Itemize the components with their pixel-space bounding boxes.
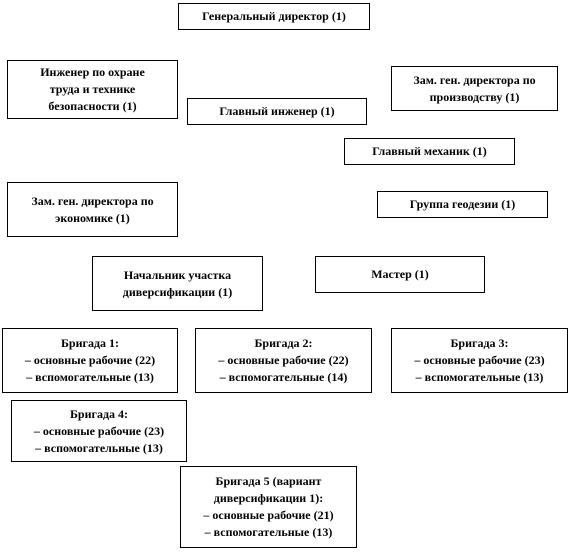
box-chief-mechanic: Главный механик (1) — [344, 138, 515, 165]
box-line: Зам. ген. директора по — [31, 193, 154, 208]
box-line: Начальник участка — [123, 267, 232, 282]
box-deputy-production: Зам. ген. директора по производству (1) — [391, 66, 558, 111]
box-line: Инженер по охране — [40, 65, 145, 79]
box-line: – основные рабочие (23) — [414, 353, 545, 367]
box-line: Генеральный директор (1) — [202, 9, 346, 23]
box-line: Бригада 1: — [60, 336, 120, 350]
box-deputy-economics: Зам. ген. директора по экономике (1) — [7, 182, 178, 237]
box-brigade-2: Бригада 2: – основные рабочие (22) – всп… — [195, 328, 372, 393]
box-brigade-5: Бригада 5 (вариант диверсификации 1): – … — [180, 466, 357, 548]
box-brigade-1: Бригада 1: – основные рабочие (22) – всп… — [2, 328, 178, 393]
box-line: Бригада 2: — [254, 336, 313, 350]
box-geodesy-group: Группа геодезии (1) — [377, 191, 548, 218]
box-brigade-4: Бригада 4: – основные рабочие (23) – всп… — [11, 400, 187, 462]
box-line: Главный инженер (1) — [219, 104, 335, 118]
box-line: экономике (1) — [55, 210, 130, 225]
box-line: – основные рабочие (23) — [33, 423, 165, 438]
box-brigade-3: Бригада 3: – основные рабочие (23) – всп… — [391, 328, 568, 393]
box-general-director: Генеральный директор (1) — [178, 3, 370, 30]
box-line: – вспомогательные (13) — [26, 370, 154, 384]
box-line: – вспомогательные (13) — [415, 370, 544, 384]
box-line: – основные рабочие (22) — [218, 353, 349, 367]
box-line: Мастер (1) — [371, 267, 429, 281]
box-line: безопасности (1) — [48, 99, 137, 113]
box-line: Зам. ген. директора по — [413, 72, 536, 87]
box-safety-engineer: Инженер по охране труда и технике безопа… — [7, 60, 178, 119]
box-site-manager: Начальник участка диверсификации (1) — [92, 256, 263, 311]
box-chief-engineer: Главный инженер (1) — [187, 98, 367, 125]
box-line: – вспомогательные (14) — [219, 370, 348, 384]
box-line: Главный механик (1) — [372, 144, 487, 158]
box-line: Группа геодезии (1) — [409, 197, 516, 211]
box-line: – основные рабочие (22) — [24, 353, 156, 367]
box-line: Бригада 5 (вариант — [215, 474, 322, 488]
box-line: Бригада 4: — [69, 406, 129, 421]
box-line: Бригада 3: — [450, 336, 509, 350]
box-line: производству (1) — [429, 89, 520, 104]
box-line: диверсификации 1): — [213, 491, 324, 505]
box-line: труда и технике — [49, 82, 136, 96]
box-line: – вспомогательные (13) — [204, 525, 333, 539]
box-line: – основные рабочие (21) — [203, 508, 334, 522]
box-line: диверсификации (1) — [122, 284, 233, 299]
box-foreman: Мастер (1) — [315, 256, 485, 293]
box-line: – вспомогательные (13) — [35, 440, 163, 455]
